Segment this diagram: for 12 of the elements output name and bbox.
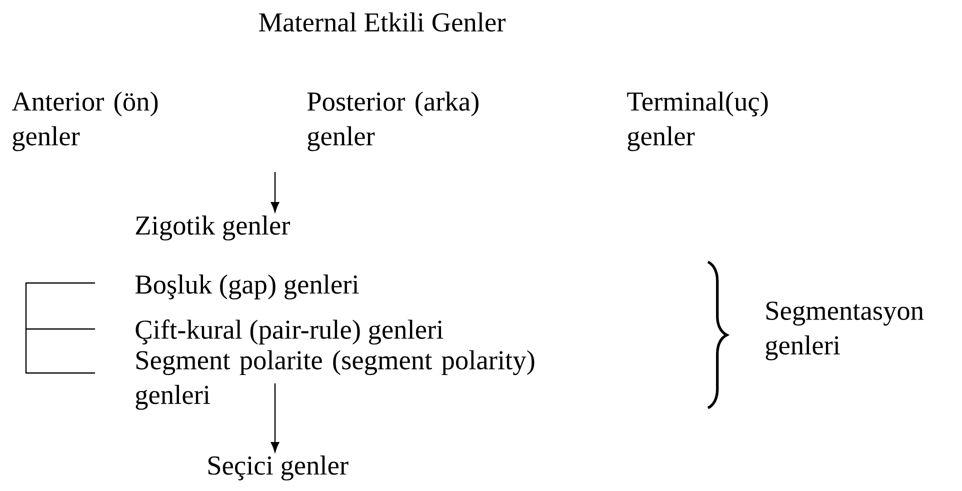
- arrow: [270, 172, 280, 212]
- gene-group-label: Anterior (ön) genler: [12, 92, 158, 152]
- arrow: [270, 383, 280, 452]
- gene-label: Zigotik genler: [136, 216, 290, 240]
- gene-label: Segment polarite (segment polarity) genleri: [136, 350, 534, 410]
- group-label: Segmentasyon genleri: [766, 302, 924, 360]
- gene-label: Boşluk (gap) genleri: [135, 274, 359, 300]
- gene-group-label: Terminal(uç) genler: [627, 92, 768, 152]
- gene-label: Çift-kural (pair-rule) genleri: [136, 319, 444, 345]
- title: Maternal Etkili Genler: [259, 12, 506, 32]
- gene-label: Seçici genler: [208, 456, 348, 480]
- gene-group-label: Posterior (arka) genler: [307, 92, 478, 152]
